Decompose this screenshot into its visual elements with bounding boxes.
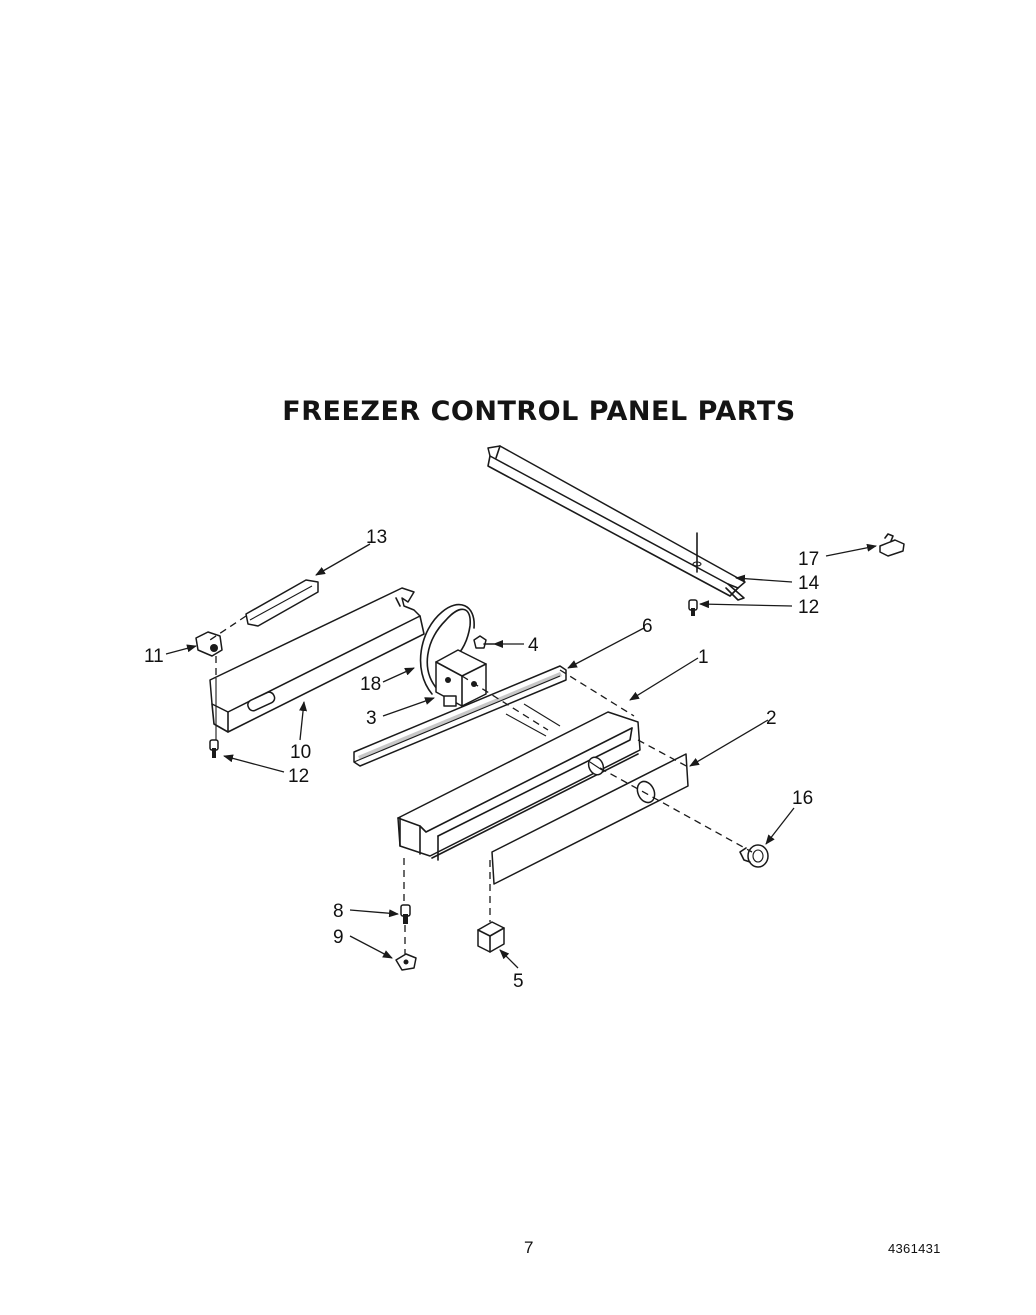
assembly-dash-lines (403, 669, 753, 954)
callout-17: 17 (798, 549, 819, 570)
part-12-screw-left (209, 739, 219, 758)
part-18-capillary-tube (419, 603, 475, 695)
callout-labels: 13 11 10 12 18 3 4 6 1 2 16 17 14 12 8 9… (144, 527, 820, 992)
callout-6: 6 (642, 616, 653, 637)
callout-16: 16 (792, 788, 813, 809)
part-8-screw (400, 904, 411, 924)
callout-leaders (165, 543, 877, 969)
part-17-clip (879, 533, 905, 557)
diagram-title: FREEZER CONTROL PANEL PARTS (282, 396, 796, 427)
callout-11: 11 (144, 646, 164, 667)
callout-3: 3 (366, 708, 377, 729)
callout-12-right: 12 (798, 597, 819, 618)
part-3-thermostat (435, 649, 487, 707)
part-13-sensor-bulb (209, 579, 319, 641)
part-14-top-bracket (487, 445, 746, 601)
part-6-gasket-strip (353, 665, 567, 767)
callout-4: 4 (528, 635, 539, 656)
callout-12-left: 12 (288, 766, 309, 787)
callout-1: 1 (698, 647, 709, 668)
part-11-clip (195, 631, 223, 680)
callout-18: 18 (360, 674, 381, 695)
callout-10: 10 (290, 742, 311, 763)
callout-9: 9 (333, 927, 344, 948)
document-number: 4361431 (888, 1241, 941, 1256)
part-12-screw-right (688, 599, 698, 616)
part-2-faceplate (491, 753, 689, 885)
page-number: 7 (524, 1238, 534, 1257)
callout-13: 13 (366, 527, 387, 548)
callout-5: 5 (513, 971, 524, 992)
part-10-left-bracket (209, 587, 425, 740)
callout-8: 8 (333, 901, 344, 922)
part-16-knob (739, 844, 769, 868)
callout-2: 2 (766, 708, 777, 729)
part-5-switch (477, 921, 505, 953)
part-4-screw (473, 635, 495, 649)
part-9-nut (395, 953, 417, 971)
callout-14: 14 (798, 573, 820, 594)
